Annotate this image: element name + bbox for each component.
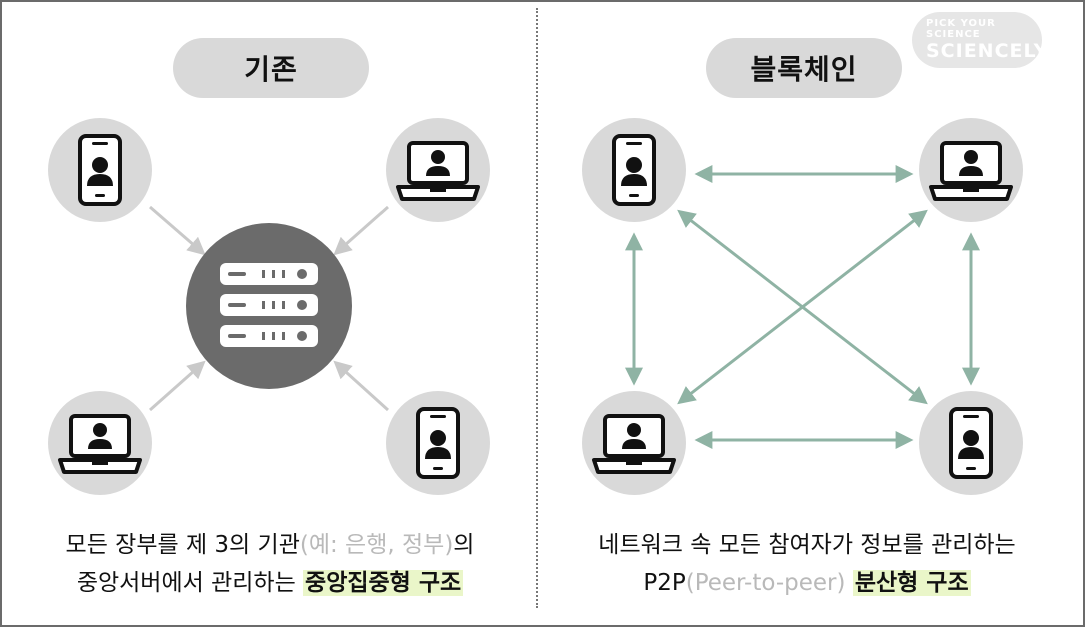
smartphone-user-icon — [416, 407, 460, 479]
laptop-user-icon — [58, 414, 142, 474]
node-phone-bottom-right — [386, 391, 490, 495]
caption-text: 모든 장부를 제 3의 기관 — [65, 532, 300, 558]
decentralized-caption: 네트워크 속 모든 참여자가 정보를 관리하는 P2P(Peer-to-peer… — [547, 526, 1067, 602]
smartphone-user-icon — [612, 134, 656, 206]
caption-space — [846, 570, 853, 596]
logo-tagline: PICK YOUR SCIENCE — [926, 18, 996, 40]
server-icon — [220, 263, 318, 347]
caption-text: 네트워크 속 모든 참여자가 정보를 관리하는 — [598, 532, 1016, 558]
centralized-caption: 모든 장부를 제 3의 기관(예: 은행, 정부)의 중앙서버에서 관리하는 중… — [10, 526, 530, 602]
sciencely-logo: PICK YOUR SCIENCE SCIENCELY:) — [912, 12, 1066, 68]
caption-example: (Peer-to-peer) — [685, 570, 846, 596]
central-server-node — [186, 223, 352, 389]
peer-phone-top-left — [582, 118, 686, 222]
arrow-laptop-to-server — [333, 205, 389, 256]
smartphone-user-icon — [949, 407, 993, 479]
caption-text: P2P — [643, 570, 686, 596]
node-phone-top-left — [48, 118, 152, 222]
laptop-user-icon — [929, 141, 1013, 201]
laptop-user-icon — [396, 141, 480, 201]
arrow-phone-to-server — [149, 205, 206, 256]
logo-wordmark: SCIENCELY:) — [926, 40, 1066, 62]
peer-phone-bottom-right — [919, 391, 1023, 495]
caption-highlight: 중앙집중형 구조 — [303, 570, 464, 596]
centralized-title: 기존 — [173, 38, 369, 98]
caption-highlight: 분산형 구조 — [852, 570, 971, 596]
peer-laptop-bottom-left — [582, 391, 686, 495]
p2p-link-diagonal — [677, 209, 928, 405]
section-divider — [536, 8, 538, 608]
caption-example: (예: 은행, 정부) — [299, 532, 454, 558]
node-laptop-top-right — [386, 118, 490, 222]
laptop-user-icon — [592, 414, 676, 474]
blockchain-title: 블록체인 — [706, 38, 902, 98]
smartphone-user-icon — [78, 134, 122, 206]
caption-text: 중앙서버에서 관리하는 — [76, 570, 304, 596]
peer-laptop-top-right — [919, 118, 1023, 222]
arrow-phone-to-server — [333, 360, 390, 412]
caption-text: 의 — [453, 532, 475, 558]
node-laptop-bottom-left — [48, 391, 152, 495]
arrow-laptop-to-server — [149, 360, 206, 412]
